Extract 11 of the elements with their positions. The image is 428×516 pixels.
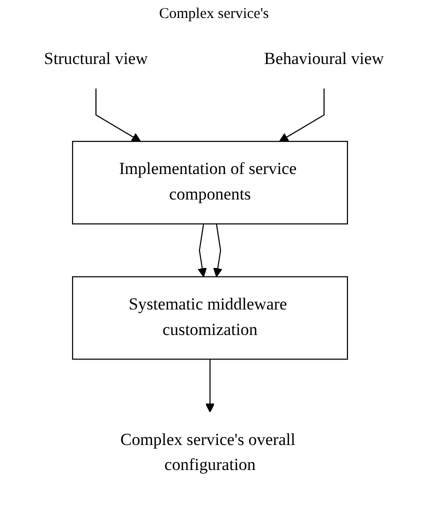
node-box: Systematic middleware customization (72, 276, 348, 360)
node-text: Behavioural view (264, 50, 384, 68)
node-text: Complex service's overall configuration (120, 431, 296, 474)
heading-text: Complex service's (158, 6, 270, 23)
arrow (95, 88, 141, 142)
node-text: Structural view (44, 50, 148, 68)
arrow (205, 359, 215, 412)
node-box: Implementation of service components (72, 140, 348, 224)
arrow (213, 224, 222, 278)
arrow (279, 88, 325, 142)
arrow (198, 224, 207, 278)
